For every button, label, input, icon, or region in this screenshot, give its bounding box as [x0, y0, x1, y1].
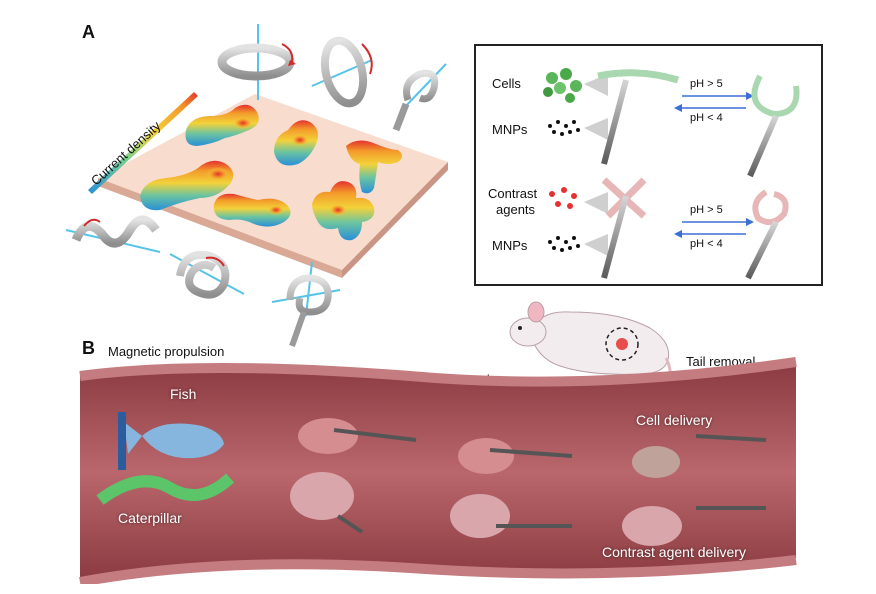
ribbon-loop-bottom	[169, 251, 245, 299]
panel-a-illustration: Current density	[65, 24, 448, 347]
ribbon-ring-top	[217, 24, 296, 100]
mnps-dots-top	[548, 120, 580, 136]
fish-label: Fish	[170, 386, 197, 402]
ph-response-box: Cells MNPs pH > 5 pH < 4 Contrast agents…	[474, 44, 823, 286]
ribbon-helix-bottom	[65, 215, 161, 253]
tumor-region	[605, 327, 639, 361]
ph-lt4-label-bottom: pH < 4	[690, 238, 723, 250]
fish-robot	[118, 412, 224, 470]
ribbon-oval-top	[311, 36, 373, 108]
caterpillar-robot	[96, 473, 235, 505]
magnetic-propulsion-label: Magnetic propulsion	[108, 344, 225, 359]
panel-b-label: B	[82, 338, 95, 358]
ph-gt5-label-top: pH > 5	[690, 78, 723, 90]
cells-cluster	[543, 68, 582, 103]
mnps-label-top: MNPs	[492, 122, 528, 137]
cells-label: Cells	[492, 76, 521, 91]
delivery-robots	[622, 434, 767, 546]
ph-lt4-label-top: pH < 4	[690, 112, 723, 124]
panel-a-label: A	[82, 22, 95, 42]
grasping-robots	[290, 418, 573, 538]
ribbon-curl-top	[392, 63, 447, 132]
cell-delivery-label: Cell delivery	[636, 412, 713, 428]
mnps-label-bottom: MNPs	[492, 238, 528, 253]
caterpillar-label: Caterpillar	[118, 510, 182, 526]
intestine-illustration	[79, 357, 797, 584]
current-density-bar	[88, 92, 198, 194]
ribbon-knot-bottom	[271, 261, 341, 347]
heating-patterns	[140, 104, 402, 241]
mnps-dots-bottom	[548, 236, 580, 252]
ph-response-graphics	[543, 68, 800, 280]
contrast-agent-dots	[549, 187, 577, 209]
ph-gt5-label-bottom: pH > 5	[690, 204, 723, 216]
contrast-label-line2: agents	[496, 202, 536, 217]
contrast-agent-delivery-label: Contrast agent delivery	[602, 544, 746, 560]
contrast-label-line1: Contrast	[488, 186, 538, 201]
